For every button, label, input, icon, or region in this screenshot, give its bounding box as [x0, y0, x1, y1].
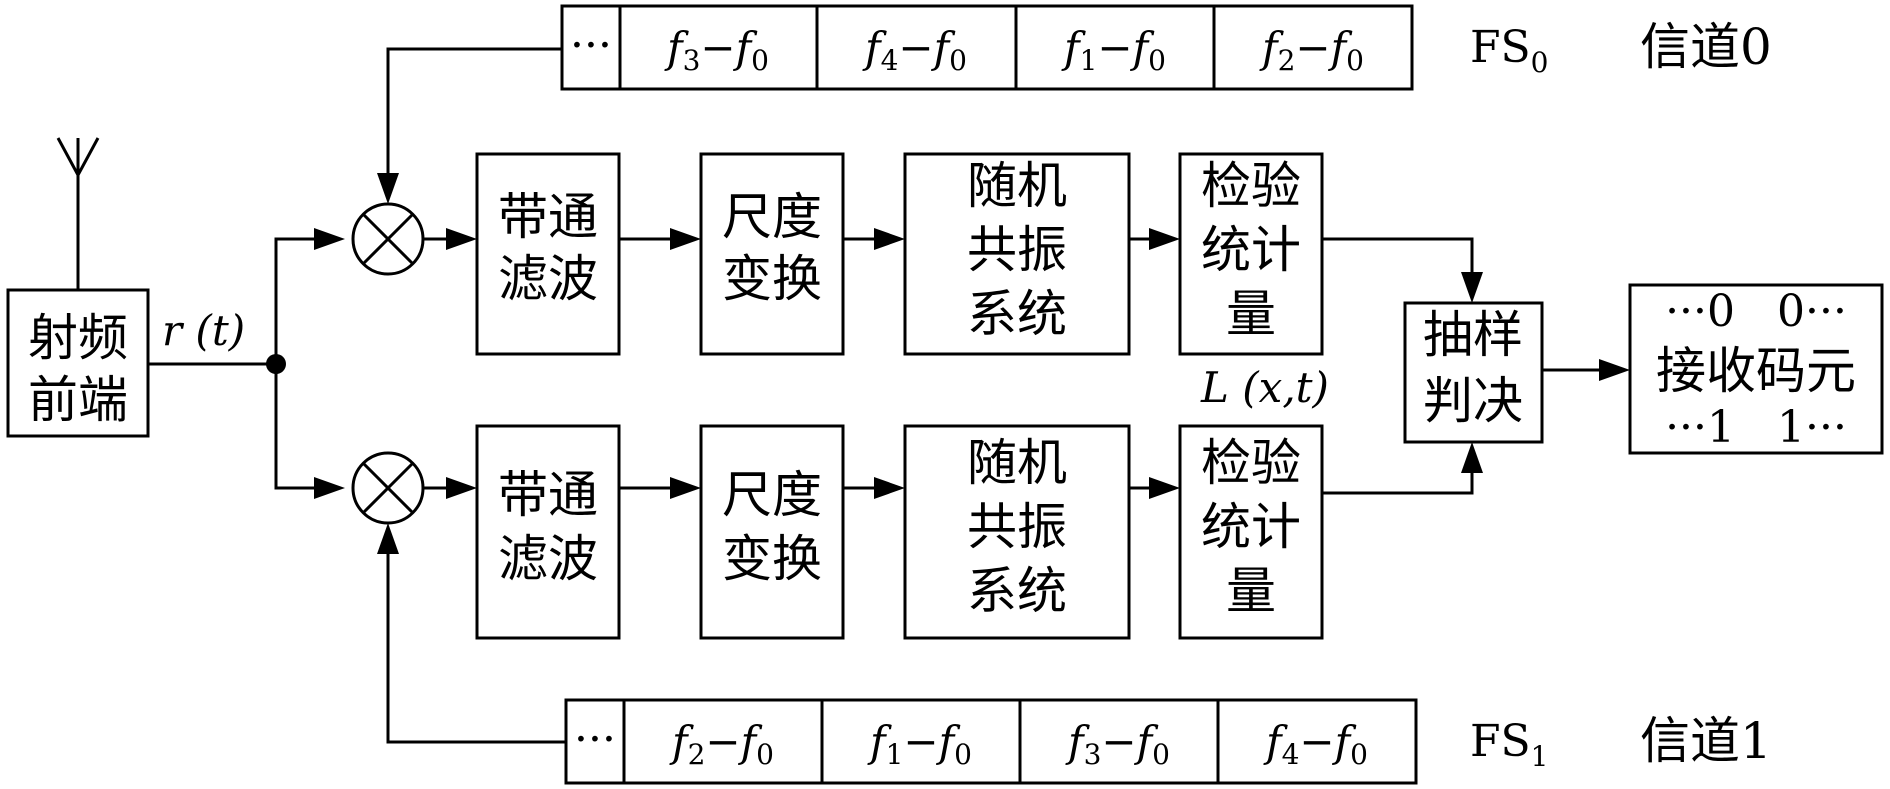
svg-text:随机: 随机 [967, 434, 1067, 492]
frequency-sequence-1: ··· f2−f0 f1−f0 f3−f0 f4−f0 [564, 698, 1418, 785]
arrow-icon [446, 477, 477, 499]
svg-text:判决: 判决 [1423, 372, 1523, 430]
sequence-feed-line-0 [386, 47, 562, 178]
test-statistic-block-1: 检验 统计 量 [1178, 424, 1324, 640]
svg-text:带通: 带通 [498, 188, 598, 246]
sequence-cell: f2−f0 [1259, 23, 1364, 77]
rf-frontend-line2: 前端 [28, 371, 128, 429]
split-line-lower [274, 364, 320, 490]
svg-text:统计: 统计 [1201, 498, 1301, 556]
stat-to-decision-line-1 [1322, 467, 1474, 495]
rf-frontend-line1: 射频 [28, 309, 128, 367]
arrow-icon [1149, 477, 1180, 499]
svg-text:变换: 变换 [722, 250, 822, 308]
svg-text:变换: 变换 [722, 530, 822, 588]
svg-text:抽样: 抽样 [1423, 306, 1523, 364]
arrow-icon [1461, 272, 1483, 303]
sequence-cell: f1−f0 [1061, 23, 1166, 77]
stat-output-label: L (x,t) [1200, 363, 1329, 412]
svg-text:量: 量 [1226, 562, 1276, 620]
channel-label-1: 信道1 [1640, 712, 1772, 770]
received-symbols-bottom: ···1 1··· [1665, 402, 1847, 453]
mixer-0 [351, 202, 425, 276]
sequence-cell: f1−f0 [867, 717, 972, 771]
arrow-icon [446, 228, 477, 250]
svg-text:统计: 统计 [1201, 221, 1301, 279]
svg-text:系统: 系统 [967, 285, 1067, 343]
scale-transform-block-1: 尺度 变换 [699, 424, 845, 640]
arrow-icon [1461, 442, 1483, 473]
bandpass-filter-block-1: 带通 滤波 [475, 424, 621, 640]
svg-text:检验: 检验 [1201, 434, 1301, 492]
received-symbols-block: ···0 0··· 接收码元 ···1 1··· [1628, 283, 1884, 455]
rf-frontend-block: 射频 前端 [6, 288, 150, 438]
svg-text:尺度: 尺度 [722, 466, 822, 524]
antenna-icon [56, 137, 100, 290]
channel-label-0: 信道0 [1640, 18, 1772, 76]
sampling-decision-block: 抽样 判决 [1403, 301, 1544, 444]
sequence-ellipsis: ··· [574, 714, 616, 765]
stochastic-resonance-block-1: 随机 共振 系统 [903, 424, 1131, 640]
arrow-icon [377, 523, 399, 554]
mixer-1 [351, 451, 425, 525]
sequence-ellipsis: ··· [570, 20, 612, 71]
svg-text:滤波: 滤波 [498, 250, 598, 308]
arrow-icon [874, 228, 905, 250]
svg-text:滤波: 滤波 [498, 530, 598, 588]
svg-text:共振: 共振 [967, 498, 1067, 556]
svg-text:共振: 共振 [967, 221, 1067, 279]
fs-label-0: FS0 [1470, 22, 1549, 79]
svg-text:随机: 随机 [967, 157, 1067, 215]
arrow-icon [1599, 359, 1630, 381]
received-symbols-label: 接收码元 [1656, 342, 1856, 400]
sequence-cell: f3−f0 [1065, 717, 1170, 771]
split-line-upper [274, 237, 320, 364]
scale-transform-block-0: 尺度 变换 [699, 152, 845, 356]
arrow-icon [670, 228, 701, 250]
arrow-icon [314, 477, 345, 499]
svg-text:系统: 系统 [967, 562, 1067, 620]
signal-label: r (t) [162, 306, 245, 355]
arrow-icon [874, 477, 905, 499]
received-symbols-top: ···0 0··· [1665, 286, 1847, 337]
frequency-sequence-0: ··· f3−f0 f4−f0 f1−f0 f2−f0 [560, 4, 1414, 91]
arrow-icon [377, 173, 399, 204]
svg-text:检验: 检验 [1201, 157, 1301, 215]
stochastic-resonance-block-0: 随机 共振 系统 [903, 152, 1131, 356]
stat-to-decision-line-0 [1322, 237, 1474, 278]
test-statistic-block-0: 检验 统计 量 [1178, 152, 1324, 356]
arrow-icon [1149, 228, 1180, 250]
sequence-cell: f4−f0 [862, 23, 967, 77]
svg-text:尺度: 尺度 [722, 188, 822, 246]
fs-label-1: FS1 [1470, 716, 1549, 773]
svg-text:量: 量 [1226, 285, 1276, 343]
svg-text:带通: 带通 [498, 466, 598, 524]
bandpass-filter-block-0: 带通 滤波 [475, 152, 621, 356]
arrow-icon [314, 228, 345, 250]
arrow-icon [670, 477, 701, 499]
sequence-feed-line-1 [386, 548, 566, 744]
